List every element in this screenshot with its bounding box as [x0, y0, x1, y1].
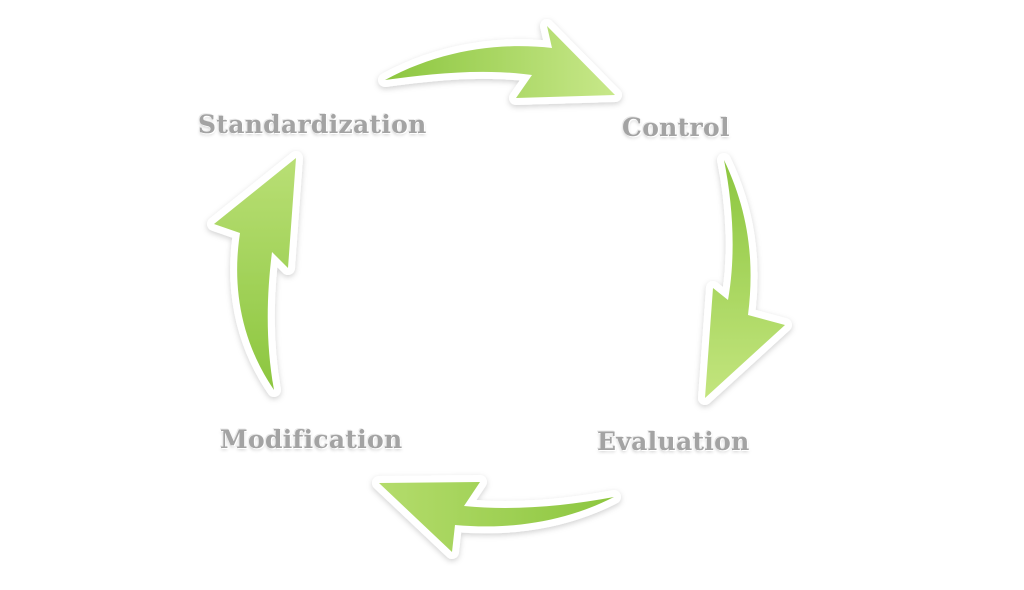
arrow-modification-to-standardization	[207, 151, 303, 397]
step-label-control: Control	[622, 113, 730, 142]
step-label-modification: Modification	[220, 425, 403, 454]
step-label-standardization: Standardization	[198, 110, 427, 139]
arrow-control-to-evaluation	[698, 153, 792, 405]
arrow-standardization-to-control	[378, 19, 622, 105]
step-label-evaluation: Evaluation	[597, 427, 750, 456]
arrow-evaluation-to-modification	[372, 475, 621, 559]
